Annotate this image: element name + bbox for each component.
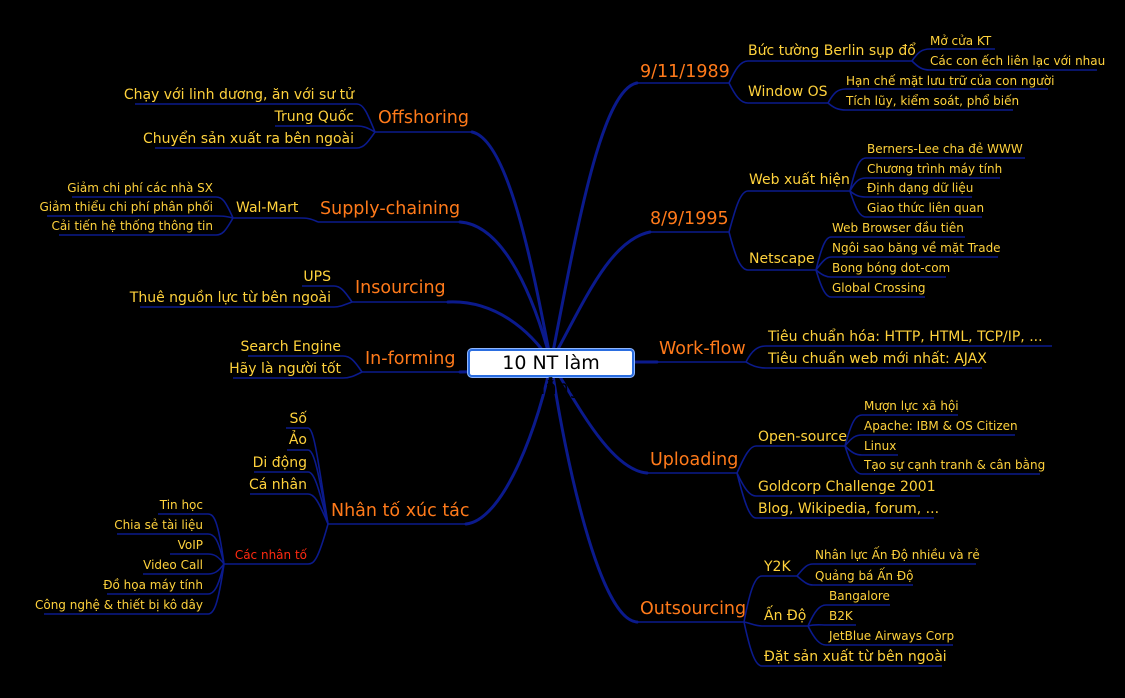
leaf-giam-chi-phi-sx[interactable]: Giảm chi phí các nhà SX [67,181,213,195]
leaf-cong-nghe-thiet-bi[interactable]: Công nghệ & thiết bị kô dây [34,598,203,612]
node-window-os[interactable]: Window OS [748,84,828,100]
branch-in-forming[interactable]: In-forming [365,349,456,369]
branch-line-8-9-1995 [549,230,652,364]
branch-outsourcing[interactable]: Outsourcing [640,599,747,619]
leaf-linux[interactable]: Linux [864,439,897,453]
leaf-berners-lee[interactable]: Berners-Lee cha đẻ WWW [867,142,1023,156]
node-di-dong[interactable]: Di động [252,455,307,471]
leaf-b2k[interactable]: B2K [829,609,853,623]
branch-line-outsourcing [549,360,639,624]
branch-line-nhan-to [464,360,553,526]
node-trung-quoc[interactable]: Trung Quốc [274,109,355,125]
node-cac-nhan-to[interactable]: Các nhân tố [234,548,307,562]
node-ca-nhan[interactable]: Cá nhân [248,477,307,493]
node-ups[interactable]: UPS [303,269,331,285]
node-search-engine[interactable]: Search Engine [240,339,341,355]
node-tieu-chuan-web[interactable]: Tiêu chuẩn web mới nhất: AJAX [768,351,987,367]
branch-nhan-to-xuc-tac[interactable]: Nhân tố xúc tác [331,501,470,521]
node-thue-nguon-luc[interactable]: Thuê nguồn lực từ bên ngoài [129,290,331,306]
leaf-giao-thuc[interactable]: Giao thức liên quan [867,201,985,215]
branch-line-supply-chaining [458,220,553,364]
node-tieu-chuan-hoa[interactable]: Tiêu chuẩn hóa: HTTP, HTML, TCP/IP, ... [768,329,1043,345]
leaf-web-browser[interactable]: Web Browser đầu tiên [832,221,964,235]
node-an-do[interactable]: Ấn Độ [764,608,807,624]
branch-line-9-11-1989 [549,81,639,364]
leaf-apache[interactable]: Apache: IBM & OS Citizen [864,419,1018,433]
leaf-chuong-trinh[interactable]: Chương trình máy tính [867,162,1003,176]
central-topic[interactable]: 10 NT làm phẳng [468,349,634,399]
leaf-dinh-dang[interactable]: Định dạng dữ liệu [867,181,974,195]
leaf-han-che[interactable]: Hạn chế mặt lưu trữ của con người [846,74,1055,88]
node-so[interactable]: Số [289,411,307,427]
leaf-muon-luc[interactable]: Mượn lực xã hội [864,399,959,413]
node-hay-la-nguoi-tot[interactable]: Hãy là người tốt [229,361,341,377]
leaf-ngoi-sao[interactable]: Ngôi sao băng về mặt Trade [832,241,1001,255]
leaf-giam-thieu-chi-phi[interactable]: Giảm thiểu chi phí phân phối [39,200,213,214]
branch-insourcing[interactable]: Insourcing [355,278,446,298]
leaf-bangalore[interactable]: Bangalore [829,589,890,603]
leaf-mo-cua-kt[interactable]: Mở cửa KT [930,34,992,48]
leaf-global-crossing[interactable]: Global Crossing [832,281,926,295]
leaf-chia-se-tai-lieu[interactable]: Chia sẻ tài liệu [114,518,203,532]
leaf-jetblue[interactable]: JetBlue Airways Corp [829,629,955,643]
branch-supply-chaining[interactable]: Supply-chaining [320,199,461,219]
node-chuyen-san-xuat[interactable]: Chuyển sản xuất ra bên ngoài [142,131,354,147]
leaf-quang-ba[interactable]: Quảng bá Ấn Độ [815,569,914,583]
leaf-tao-su-canh-tranh[interactable]: Tạo sự cạnh tranh & cân bằng [864,458,1046,472]
leaf-nhan-luc-an-do[interactable]: Nhân lực Ấn Độ nhiều và rẻ [815,548,980,562]
branch-8-9-1995[interactable]: 8/9/1995 [650,209,729,229]
leaf-cac-con-ech[interactable]: Các con ếch liên lạc với nhau [930,54,1106,68]
node-goldcorp[interactable]: Goldcorp Challenge 2001 [758,479,936,495]
branch-work-flow[interactable]: Work-flow [659,339,746,359]
node-web-xuat-hien[interactable]: Web xuất hiện [749,172,850,188]
leaf-tin-hoc[interactable]: Tin học [159,498,203,512]
leaf-cai-tien-he-thong[interactable]: Cải tiến hệ thống thông tin [51,219,213,233]
branch-offshoring[interactable]: Offshoring [378,108,470,128]
node-dat-san-xuat[interactable]: Đặt sản xuất từ bên ngoài [764,649,947,665]
node-berlin-wall[interactable]: Bức tường Berlin sụp đổ [748,43,916,59]
branch-uploading[interactable]: Uploading [650,450,739,470]
leaf-voip[interactable]: VoIP [177,538,203,552]
node-wal-mart[interactable]: Wal-Mart [236,200,299,216]
leaf-tich-luy[interactable]: Tích lũy, kiểm soát, phổ biến [846,94,1020,108]
node-chay-voi-linh-duong[interactable]: Chạy với linh dương, ăn với sư tử [123,87,354,103]
branch-9-11-1989[interactable]: 9/11/1989 [640,62,730,82]
leaf-bong-bong[interactable]: Bong bóng dot-com [832,261,951,275]
leaf-video-call[interactable]: Video Call [143,558,203,572]
node-blog-wikipedia[interactable]: Blog, Wikipedia, forum, ... [758,501,940,517]
node-netscape[interactable]: Netscape [749,251,815,267]
branch-line-offshoring [470,130,553,364]
node-y2k[interactable]: Y2K [764,559,791,575]
node-ao[interactable]: Ảo [288,432,307,448]
node-open-source[interactable]: Open-source [758,429,847,445]
leaf-do-hoa-may-tinh[interactable]: Đồ họa máy tính [103,578,203,592]
